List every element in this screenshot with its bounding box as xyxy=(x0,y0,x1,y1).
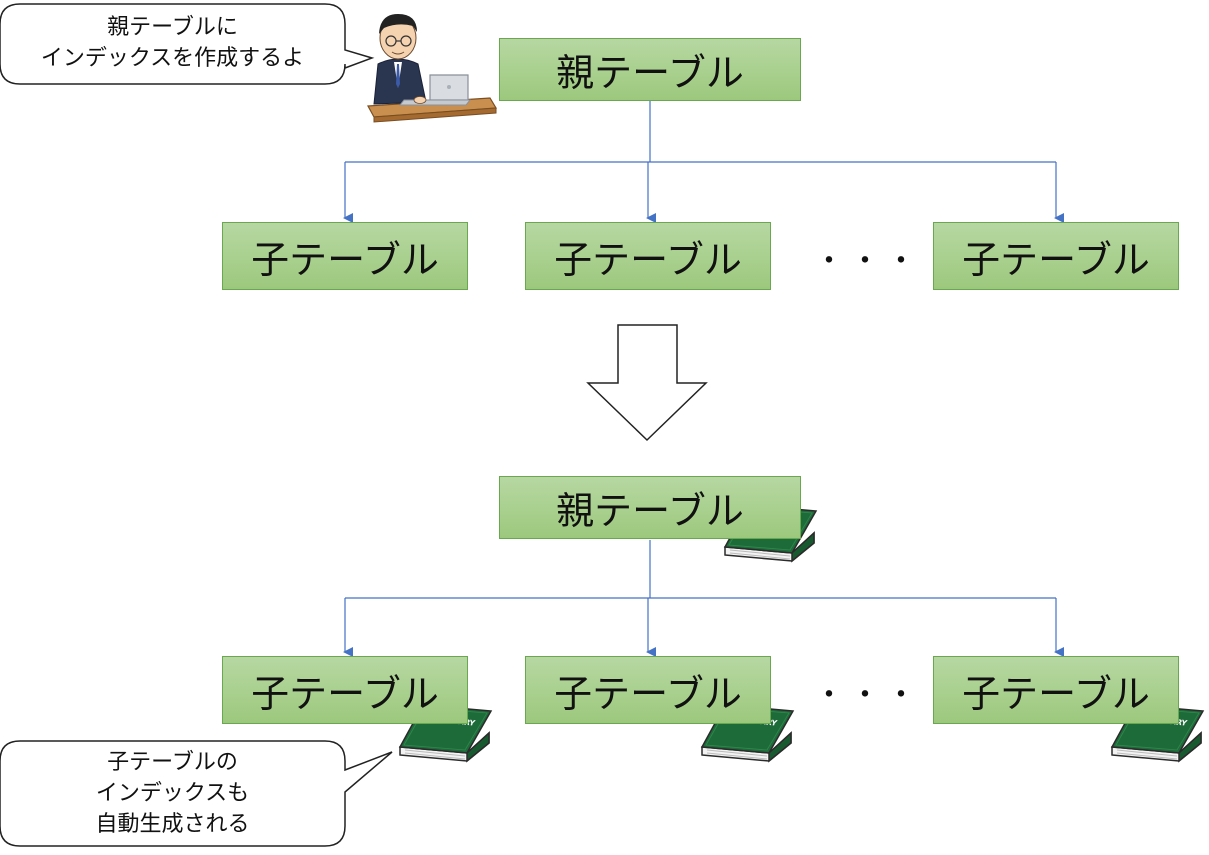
bottom-parent-table-label: 親テーブル xyxy=(556,489,744,533)
bottom-connectors xyxy=(343,540,1064,657)
top-child-table-box-1: 子テーブル xyxy=(222,222,468,290)
person-at-laptop-icon xyxy=(367,14,498,123)
speech-bubble-top xyxy=(0,3,375,85)
speech-top-line-2: インデックスを作成するよ xyxy=(40,46,305,71)
top-parent-table-box: 親テーブル xyxy=(499,38,801,101)
speech-top-text: 親テーブルに インデックスを作成するよ xyxy=(0,12,345,74)
top-child-table-box-2: 子テーブル xyxy=(525,222,771,290)
bottom-child-table-box-3: 子テーブル xyxy=(933,656,1179,724)
bottom-child-table-label-3: 子テーブル xyxy=(962,671,1150,716)
speech-bottom-line-2: インデックスも xyxy=(95,781,250,806)
speech-top-line-1: 親テーブルに xyxy=(107,15,238,40)
bottom-ellipsis: ・・・ xyxy=(814,678,922,713)
bottom-child-table-box-1: 子テーブル xyxy=(222,656,468,724)
bottom-child-table-label-1: 子テーブル xyxy=(251,671,439,716)
bottom-parent-table-box: 親テーブル xyxy=(499,476,801,539)
top-connectors xyxy=(343,101,1064,223)
top-child-table-label-3: 子テーブル xyxy=(962,237,1150,282)
bottom-child-table-box-2: 子テーブル xyxy=(525,656,771,724)
top-ellipsis: ・・・ xyxy=(814,244,922,279)
top-parent-table-label: 親テーブル xyxy=(556,51,744,95)
top-child-table-label-2: 子テーブル xyxy=(554,237,742,282)
bottom-child-table-label-2: 子テーブル xyxy=(554,671,742,716)
top-child-table-box-3: 子テーブル xyxy=(933,222,1179,290)
transition-down-arrow xyxy=(586,324,708,442)
speech-bubble-bottom xyxy=(0,740,393,847)
speech-bottom-text: 子テーブルの インデックスも 自動生成される xyxy=(0,747,345,840)
speech-bottom-line-1: 子テーブルの xyxy=(107,750,238,775)
speech-bottom-line-3: 自動生成される xyxy=(95,812,250,837)
top-child-table-label-1: 子テーブル xyxy=(251,237,439,282)
